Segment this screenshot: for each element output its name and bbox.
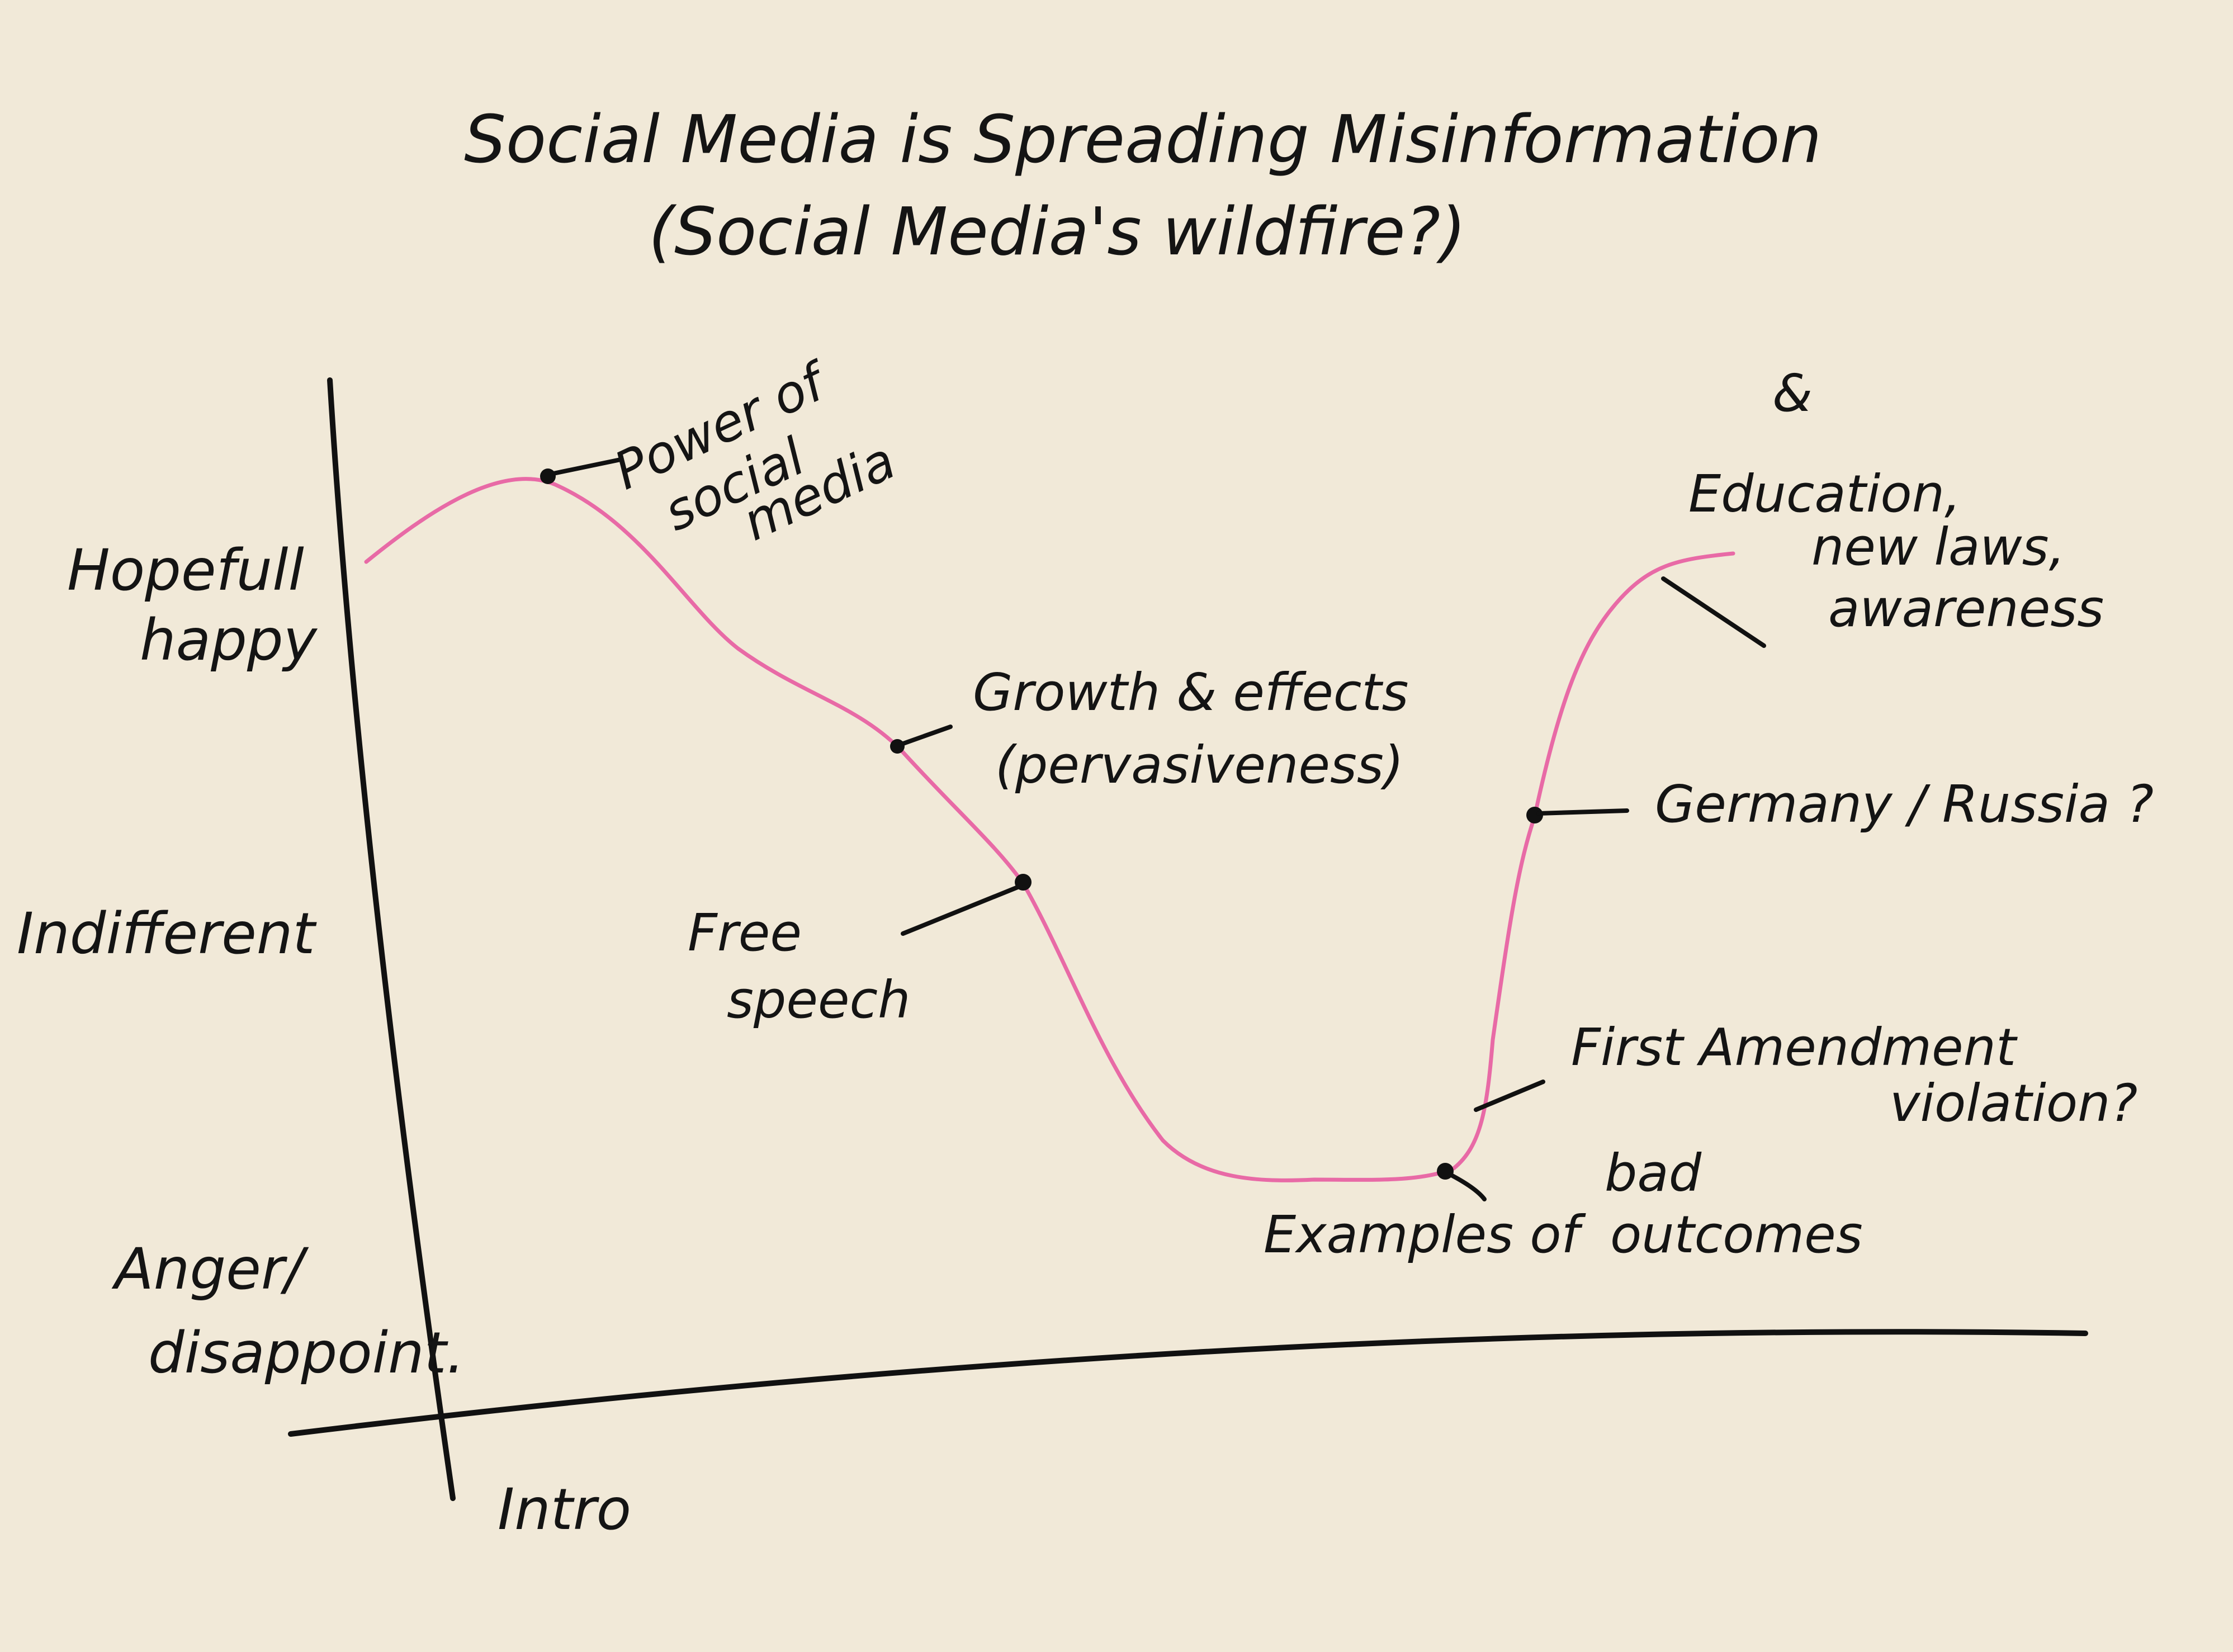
annotation-germany: Germany / Russia ? (1655, 774, 2154, 834)
leader-growth (898, 725, 953, 747)
y-label-happy: Hopefull happy (67, 537, 322, 674)
y-axis-labels: Hopefull happy Indifferent Anger/ disapp… (17, 537, 465, 1386)
annotation-free-speech: Free speech (688, 903, 910, 1030)
title: Social Media is Spreading Misinformation… (464, 101, 1822, 270)
leader-education (1661, 576, 1766, 648)
marker-power (540, 468, 556, 484)
leader-examples (1447, 1172, 1487, 1201)
annotation-ampersand: & (1772, 363, 1813, 423)
title-line-2: (Social Media's wildfire?) (649, 193, 1466, 270)
marker-germany (1526, 807, 1543, 823)
leader-free-speech (901, 884, 1023, 936)
y-label-indifferent: Indifferent (17, 901, 318, 967)
annotation-growth: Growth & effects (pervasiveness) (973, 662, 1425, 795)
annotation-examples: Examples of bad outcomes (1264, 1143, 1863, 1265)
annotation-first-amendment: First Amendment violation? (1571, 1017, 2137, 1133)
leader-first-amendment (1474, 1080, 1545, 1112)
axes (288, 377, 2088, 1501)
title-line-1: Social Media is Spreading Misinformation (464, 101, 1822, 178)
leader-lines (548, 457, 1766, 1201)
y-axis (327, 377, 456, 1501)
annotation-education: Education, new laws, awareness (1688, 464, 2104, 638)
leader-germany (1536, 808, 1629, 816)
leader-power (548, 457, 623, 476)
x-axis (288, 1329, 2088, 1437)
curve-markers (540, 468, 1543, 1180)
annotations: Power of social media Growth & effects (… (605, 350, 2154, 1265)
emotion-curve (364, 477, 1735, 1182)
x-label-intro: Intro (498, 1476, 631, 1543)
marker-growth (890, 739, 905, 754)
y-label-anger: Anger/ disappoint. (111, 1236, 465, 1386)
